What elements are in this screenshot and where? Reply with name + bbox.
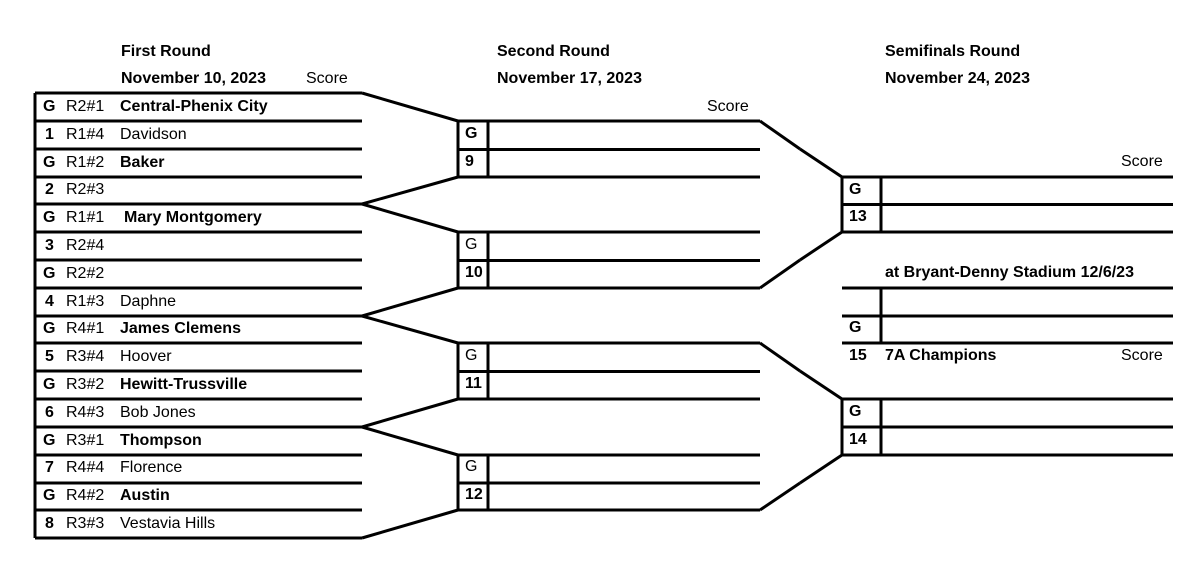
first-round-row-4-seed: R2#3: [66, 181, 105, 198]
first-round-row-1-number: G: [43, 98, 56, 115]
bracket-line-50: [759, 258, 801, 290]
second-round-title: Second Round: [497, 43, 610, 60]
bracket-line-24: [361, 397, 459, 429]
second-round-game-1-top: G: [465, 125, 478, 142]
first-round-row-11-team: Hewitt-Trussville: [120, 376, 248, 393]
final-champions-label: 7A Champions: [885, 347, 997, 364]
bracket-line-23: [361, 314, 459, 345]
semifinal-game-1-number: 13: [849, 208, 867, 225]
second-round-game-4-top: G: [465, 458, 478, 475]
first-round-row-5-number: G: [43, 209, 56, 226]
second-round-game-2-top: G: [465, 236, 478, 253]
first-round-row-5-team: Mary Montgomery: [124, 209, 262, 226]
second-round-game-3-top: G: [465, 347, 478, 364]
first-round-row-16-seed: R3#3: [66, 515, 105, 532]
first-round-row-11-seed: R3#2: [66, 376, 105, 393]
first-round-row-14-number: 7: [45, 459, 54, 476]
first-round-row-2-team: Davidson: [120, 126, 187, 143]
first-round-row-6-seed: R2#4: [66, 237, 105, 254]
bracket-line-51: [759, 341, 801, 373]
first-round-row-9-number: G: [43, 320, 56, 337]
first-round-row-15-seed: R4#2: [66, 487, 105, 504]
semifinals-score-label: Score: [1121, 153, 1163, 170]
first-round-row-13-seed: R3#1: [66, 432, 105, 449]
second-round-date: November 17, 2023: [497, 70, 642, 87]
semifinal-game-2-top: G: [849, 403, 862, 420]
bracket-line-49: [799, 230, 843, 262]
first-round-row-9-team: James Clemens: [120, 320, 241, 337]
bracket-line-53: [799, 453, 843, 485]
bracket-line-25: [361, 425, 459, 457]
first-round-row-13-team: Thompson: [120, 432, 202, 449]
first-round-row-15-team: Austin: [120, 487, 170, 504]
first-round-row-16-number: 8: [45, 515, 54, 532]
first-round-row-10-team: Hoover: [120, 348, 172, 365]
first-round-row-5-seed: R1#1: [66, 209, 105, 226]
first-round-row-1-team: Central-Phenix City: [120, 98, 268, 115]
first-round-row-2-seed: R1#4: [66, 126, 105, 143]
bracket-line-47: [759, 119, 801, 151]
semifinals-date: November 24, 2023: [885, 70, 1030, 87]
first-round-row-16-team: Vestavia Hills: [120, 515, 216, 532]
first-round-row-13-number: G: [43, 432, 56, 449]
first-round-row-3-number: G: [43, 154, 56, 171]
first-round-row-8-seed: R1#3: [66, 293, 105, 310]
bracket-line-22: [361, 286, 459, 318]
first-round-row-11-number: G: [43, 376, 56, 393]
final-top: G: [849, 319, 862, 336]
first-round-score-label: Score: [306, 70, 348, 87]
first-round-row-8-team: Daphne: [120, 293, 177, 310]
first-round-row-1-seed: R2#1: [66, 98, 105, 115]
bracket-line-26: [361, 508, 459, 540]
first-round-row-12-team: Bob Jones: [120, 404, 196, 421]
first-round-row-7-number: G: [43, 265, 56, 282]
first-round-date: November 10, 2023: [121, 70, 266, 87]
first-round-title: First Round: [121, 43, 211, 60]
first-round-row-9-seed: R4#1: [66, 320, 105, 337]
second-round-game-1-number: 9: [465, 153, 474, 170]
bracket-line-21: [361, 202, 459, 234]
final-score-label: Score: [1121, 347, 1163, 364]
first-round-row-14-team: Florence: [120, 459, 183, 476]
bracket-line-19: [361, 91, 459, 123]
bracket-line-48: [799, 147, 843, 179]
first-round-row-2-number: 1: [45, 126, 54, 143]
first-round-row-4-number: 2: [45, 181, 54, 198]
final-venue: at Bryant-Denny Stadium 12/6/23: [885, 264, 1134, 281]
semifinal-game-1-top: G: [849, 181, 862, 198]
bracket-line-52: [799, 369, 843, 401]
second-round-game-2-number: 10: [465, 264, 483, 281]
first-round-row-7-seed: R2#2: [66, 265, 105, 282]
first-round-row-10-number: 5: [45, 348, 54, 365]
bracket-line-20: [361, 175, 459, 206]
semifinal-game-2-number: 14: [849, 431, 867, 448]
first-round-row-3-team: Baker: [120, 154, 165, 171]
first-round-row-8-number: 4: [45, 293, 54, 310]
first-round-row-12-seed: R4#3: [66, 404, 105, 421]
second-round-score-label: Score: [707, 98, 749, 115]
first-round-row-14-seed: R4#4: [66, 459, 105, 476]
second-round-game-3-number: 11: [465, 375, 482, 392]
first-round-row-6-number: 3: [45, 237, 54, 254]
second-round-game-4-number: 12: [465, 486, 483, 503]
semifinals-title: Semifinals Round: [885, 43, 1021, 60]
first-round-row-10-seed: R3#4: [66, 348, 105, 365]
first-round-row-3-seed: R1#2: [66, 154, 105, 171]
final-game-number: 15: [849, 347, 867, 364]
first-round-row-15-number: G: [43, 487, 56, 504]
bracket-line-54: [759, 481, 801, 512]
first-round-row-12-number: 6: [45, 404, 54, 421]
